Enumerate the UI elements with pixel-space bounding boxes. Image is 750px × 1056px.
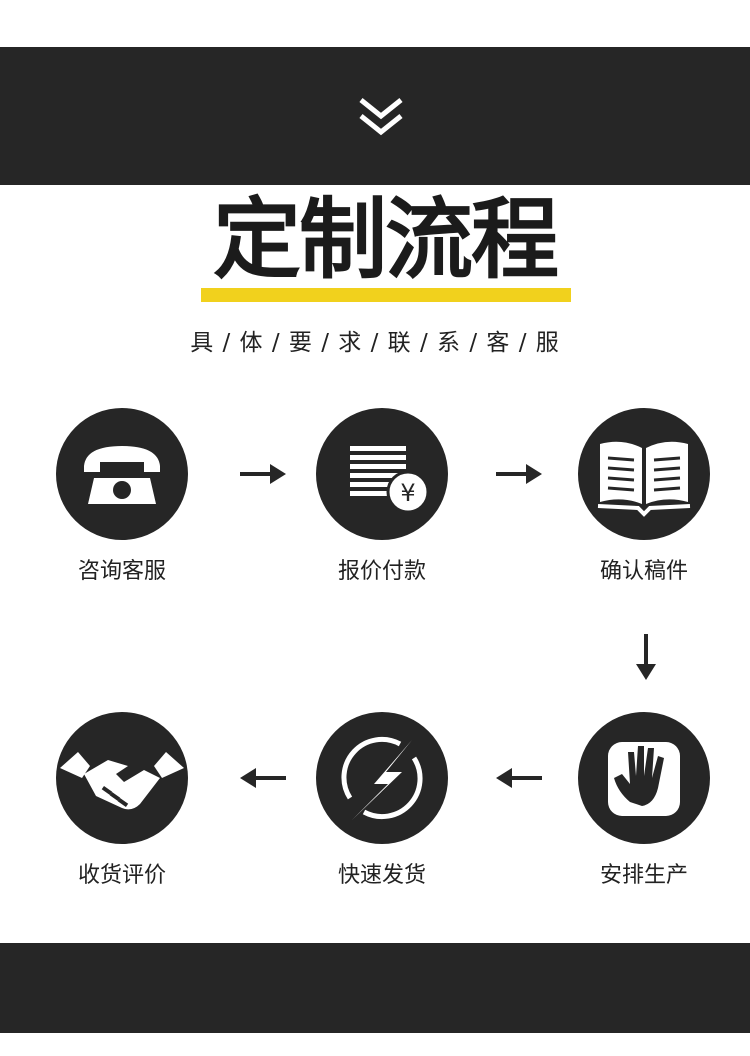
step-circle (56, 408, 188, 540)
step-label: 快速发货 (337, 863, 426, 888)
step-ship: 快速发货 (302, 712, 462, 889)
step-confirm: 确认稿件 (564, 408, 724, 585)
step-review: 收货评价 (42, 712, 202, 889)
open-book-icon (597, 441, 691, 517)
arrow-down-icon (636, 634, 656, 680)
title-underline (201, 288, 571, 302)
telephone-icon (84, 446, 160, 504)
arrow-left-icon (496, 768, 542, 788)
step-circle (578, 712, 710, 844)
step-produce: 安排生产 (564, 712, 724, 889)
subtitle: 具 / 体 / 要 / 求 / 联 / 系 / 客 / 服 (190, 330, 560, 356)
step-label: 收货评价 (77, 863, 166, 888)
step-circle (56, 712, 188, 844)
svg-text:¥: ¥ (400, 479, 415, 507)
title-block: 定制流程 (185, 185, 585, 305)
step-label: 报价付款 (337, 559, 426, 584)
arrow-left-icon (240, 768, 286, 788)
step-quote-pay: ¥ 报价付款 (302, 408, 462, 585)
step-circle (578, 408, 710, 540)
step-label: 安排生产 (599, 863, 688, 888)
arrow-right-icon (240, 464, 286, 484)
invoice-yen-icon: ¥ (350, 446, 430, 514)
step-consult: 咨询客服 (42, 408, 202, 585)
hand-icon (608, 742, 680, 816)
step-label: 咨询客服 (77, 559, 166, 584)
handshake-icon (60, 752, 184, 810)
step-circle: ¥ (316, 408, 448, 540)
step-label: 确认稿件 (599, 559, 688, 584)
lightning-icon (341, 736, 423, 820)
double-chevron-down-icon (359, 98, 403, 136)
top-banner (0, 47, 750, 185)
step-circle (316, 712, 448, 844)
page-title: 定制流程 (212, 188, 559, 291)
arrow-right-icon (496, 464, 542, 484)
bottom-banner (0, 943, 750, 1033)
